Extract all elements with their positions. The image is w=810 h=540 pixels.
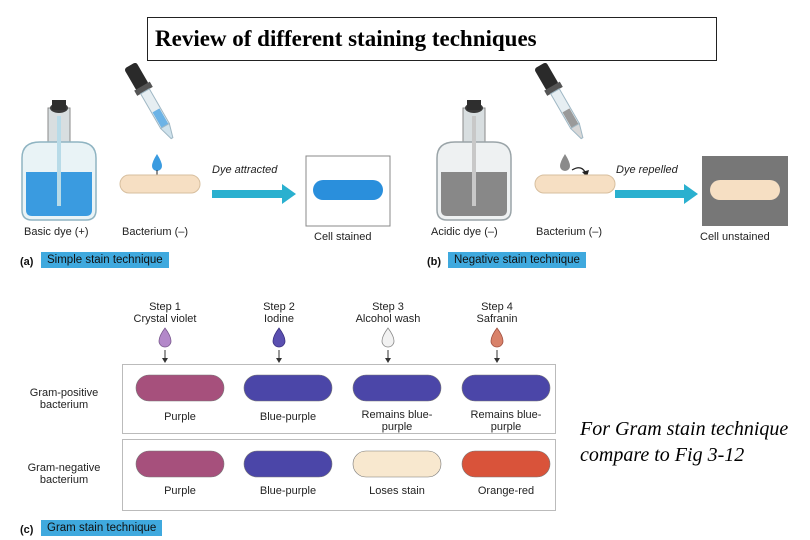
- cell-gram-positive-2: [243, 374, 333, 402]
- dropper-icon: [125, 62, 174, 140]
- note-text: For Gram stain technique compare to Fig …: [580, 418, 789, 466]
- cell-label: Purple: [164, 485, 196, 497]
- arrow-label: Dye attracted: [212, 164, 278, 176]
- unstained-cell-icon: [710, 180, 780, 200]
- panel-tag: (b): [427, 256, 442, 268]
- cell-label: Blue-purple: [259, 411, 317, 423]
- panel-tag: (a): [20, 256, 34, 268]
- crystal-violet-drop-icon: [158, 327, 172, 363]
- safranin-drop-icon: [490, 327, 504, 363]
- bacterium-icon: [534, 174, 616, 194]
- result-label: Cell stained: [314, 231, 372, 243]
- arrow-icon: [615, 184, 698, 204]
- title-box: [147, 17, 717, 61]
- basic-dye-label: Basic dye (+): [24, 226, 89, 238]
- alcohol-drop-icon: [381, 327, 395, 363]
- basic-dye-bottle-icon: [21, 100, 97, 221]
- panel-band: Simple stain technique: [41, 252, 169, 268]
- result-label: Cell unstained: [700, 231, 770, 243]
- cell-gram-negative-3: [352, 450, 442, 478]
- gram-cells: [135, 374, 551, 478]
- cell-gram-positive-1: [135, 374, 225, 402]
- gram-negative-label: Gram-negative bacterium: [27, 462, 101, 486]
- dye-drop-icon: [560, 154, 570, 171]
- cell-gram-positive-4: [461, 374, 551, 402]
- panel-tag: (c): [20, 524, 34, 536]
- bacterium-label: Bacterium (–): [536, 226, 603, 238]
- cell-label: Remains blue-purple: [470, 409, 542, 433]
- cell-label: Remains blue-purple: [361, 409, 433, 433]
- cell-label: Blue-purple: [259, 485, 317, 497]
- negative-stain-illustration: [436, 62, 788, 226]
- cell-label: Orange-red: [477, 485, 535, 497]
- cell-gram-negative-1: [135, 450, 225, 478]
- cell-gram-negative-2: [243, 450, 333, 478]
- iodine-drop-icon: [272, 327, 286, 363]
- acidic-dye-label: Acidic dye (–): [431, 226, 498, 238]
- panel-band: Gram stain technique: [41, 520, 163, 536]
- arrow-label: Dye repelled: [616, 164, 678, 176]
- cell-label: Loses stain: [369, 485, 425, 497]
- arrow-icon: [212, 184, 296, 204]
- simple-stain-illustration: [21, 62, 391, 227]
- bacterium-label: Bacterium (–): [122, 226, 189, 238]
- dye-drop-icon: [152, 154, 162, 171]
- reagent-drops: [158, 327, 504, 363]
- gram-positive-label: Gram-positive bacterium: [29, 387, 99, 411]
- cell-label: Purple: [164, 411, 196, 423]
- dropper-icon: [535, 62, 584, 140]
- page-title: Review of different staining techniques: [155, 26, 537, 51]
- bacterium-icon: [119, 174, 201, 194]
- stained-cell-icon: [313, 180, 383, 200]
- panel-band: Negative stain technique: [448, 252, 586, 268]
- acidic-dye-bottle-icon: [436, 100, 512, 221]
- cell-gram-positive-3: [352, 374, 442, 402]
- cell-gram-negative-4: [461, 450, 551, 478]
